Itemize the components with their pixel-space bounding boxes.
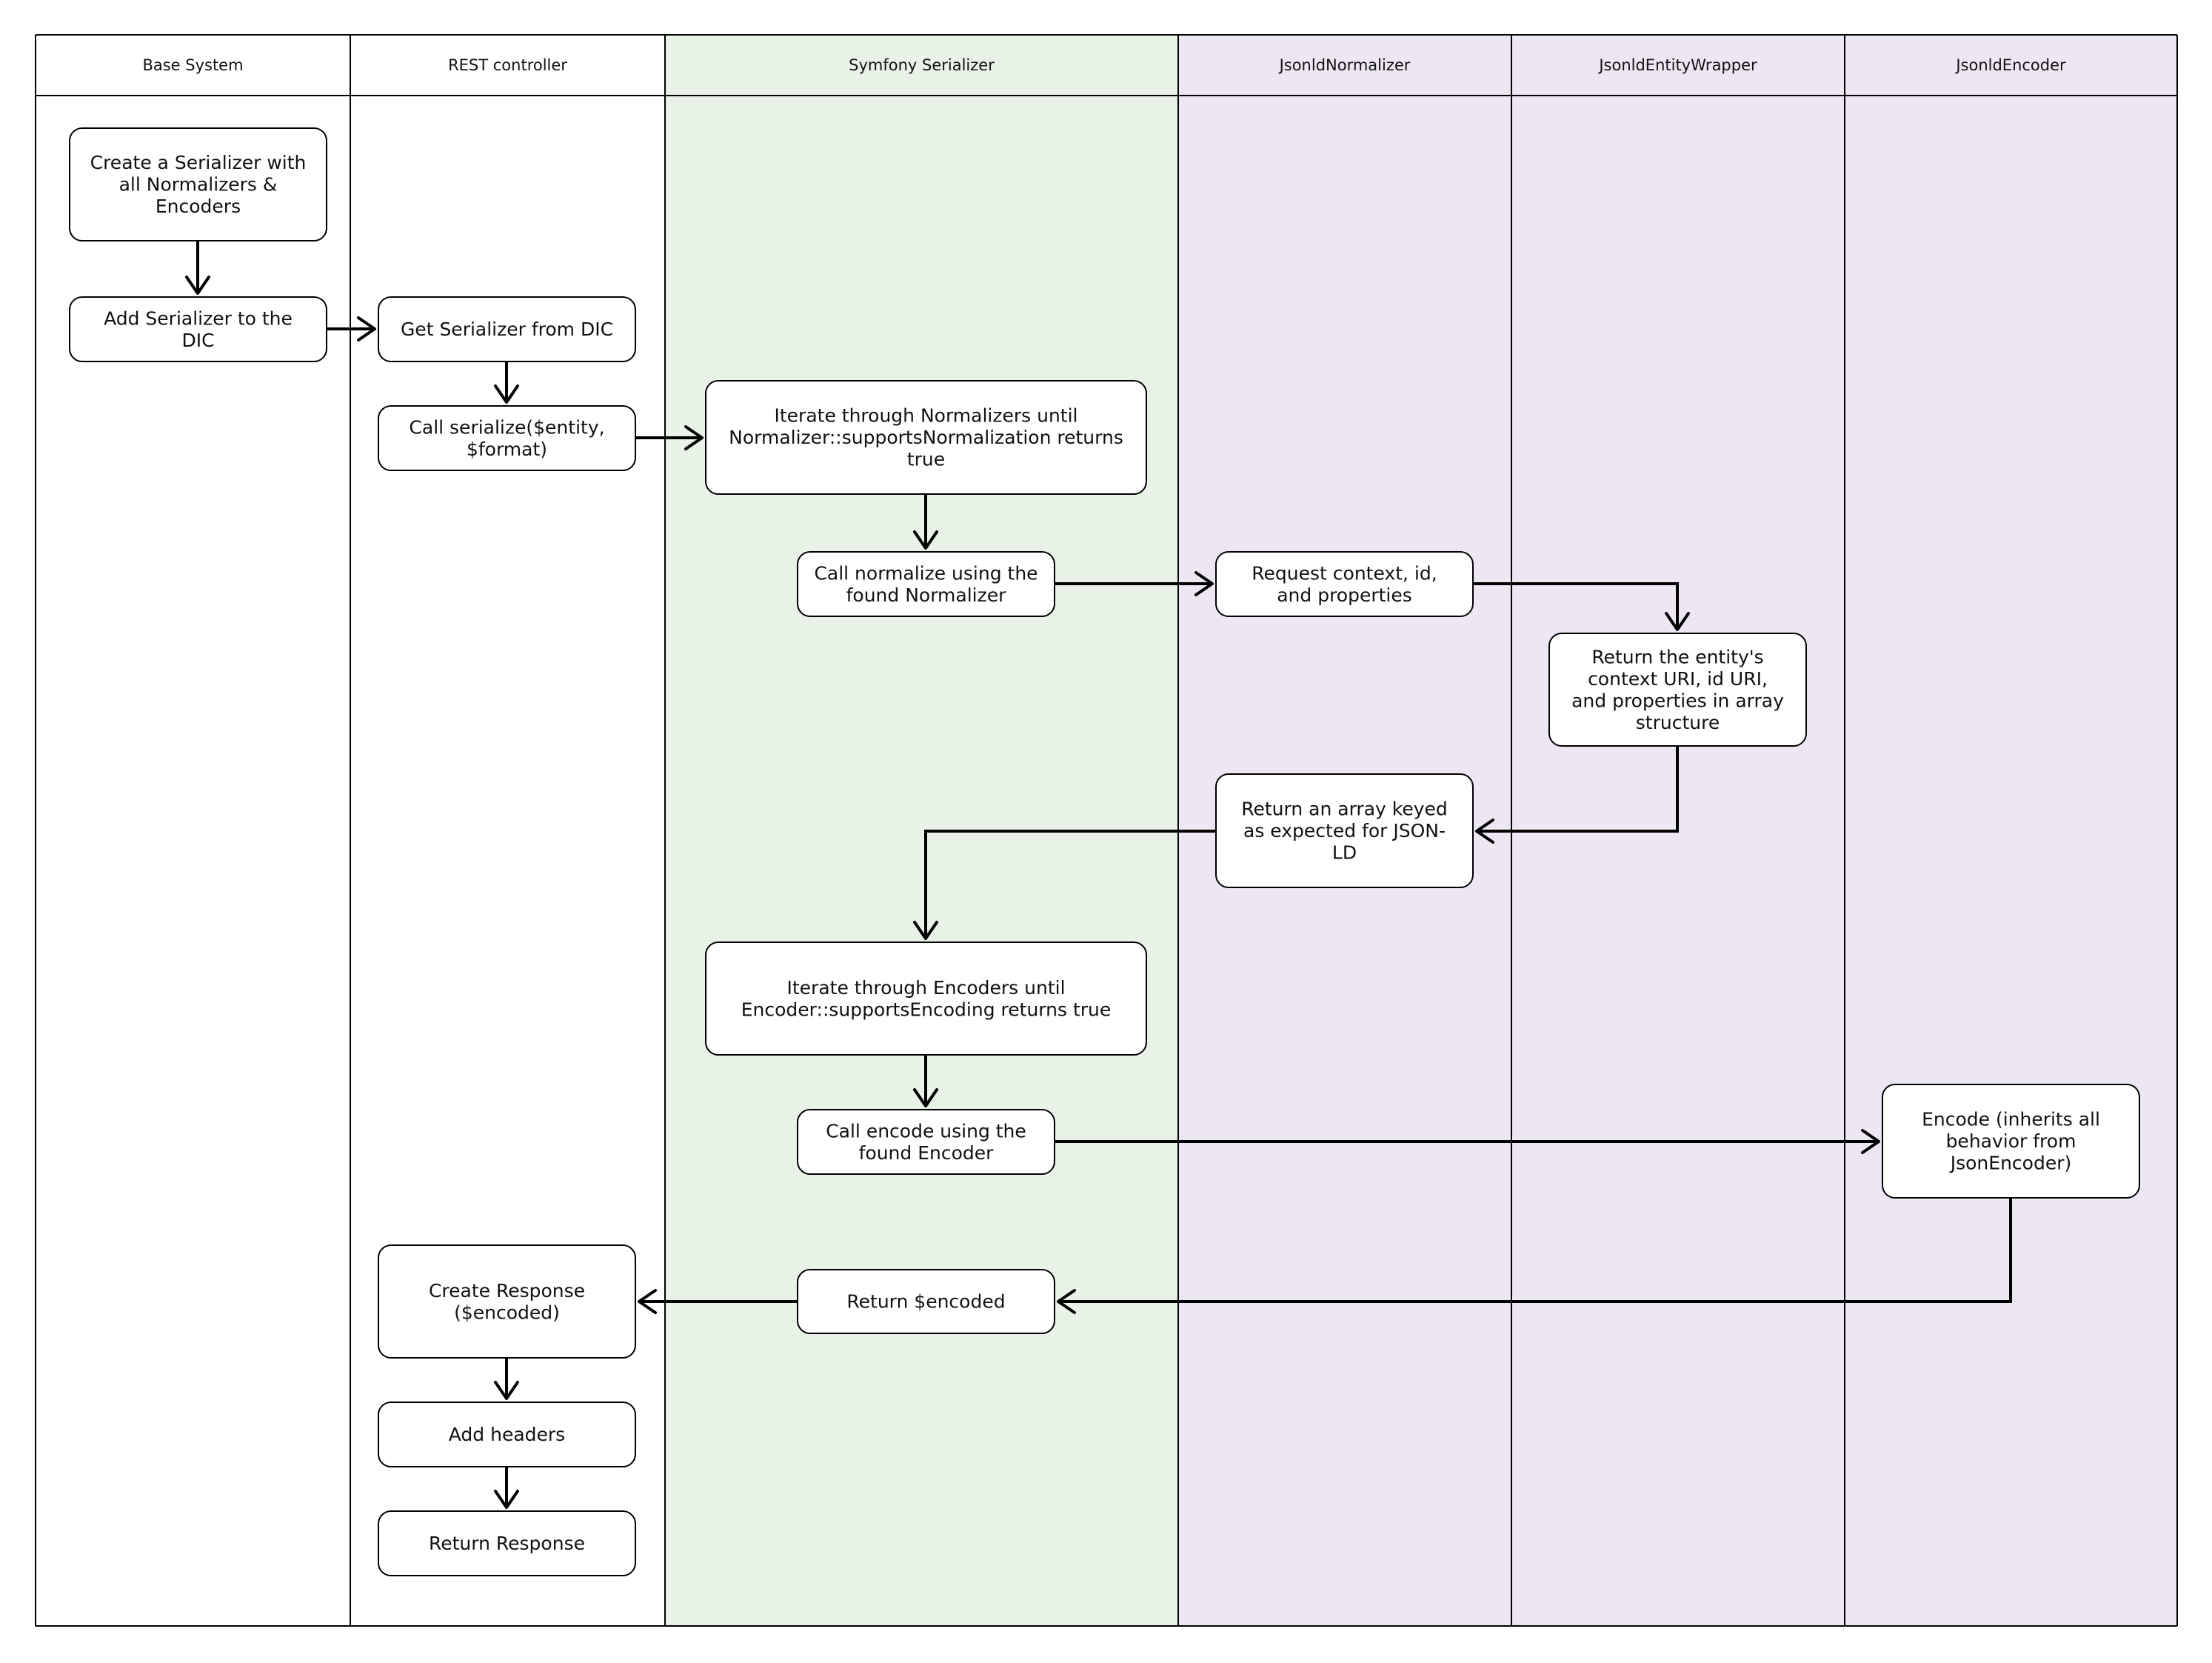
arrowhead [494,1381,519,1400]
node-label-line: and properties [1277,584,1412,606]
arrowhead [913,1088,938,1107]
node-box [705,942,1147,1056]
node-box [1548,633,1807,747]
node-label-line: structure [1636,712,1720,733]
node-label-line: Create a Serializer with [90,152,307,173]
lane-header-base: Base System [142,56,243,74]
node-label-line: ($encoded) [454,1302,560,1323]
node-add-headers: Add headers [378,1402,636,1467]
arrowhead [1057,1289,1076,1314]
node-box [69,127,327,241]
node-label-line: found Normalizer [846,584,1007,606]
edge-return-array-to-iterate-encoders [924,830,1216,939]
node-label-line: context URI, id URI, [1588,668,1768,690]
arrowhead [1665,612,1690,631]
lane-header-symfony: Symfony Serializer [849,56,995,74]
node-get-serializer: Get Serializer from DIC [378,296,636,362]
node-label-line: found Encoder [859,1142,995,1164]
node-label-line: Encoder::supportsEncoding returns true [741,999,1112,1020]
arrowhead [913,921,938,940]
arrowhead [357,316,376,341]
node-return-encoded: Return $encoded [797,1269,1055,1334]
arrowhead [1861,1129,1880,1154]
node-label-line: Call encode using the [826,1120,1026,1142]
node-box [378,1510,636,1576]
node-label-line: $format) [467,439,547,460]
node-box [1215,551,1474,617]
arrowhead [1194,571,1214,596]
lane-header-wrapper: JsonldEntityWrapper [1597,56,1757,74]
node-box [1215,773,1474,888]
node-box [1882,1084,2140,1199]
node-label-line: and properties in array [1571,690,1784,711]
node-box [797,551,1055,617]
node-label-line: Return an array keyed [1241,799,1448,820]
node-label-line: Create Response [429,1280,585,1302]
node-request-context: Request context, id,and properties [1215,551,1474,617]
node-label-line: behavior from [1946,1130,2076,1152]
node-box [705,380,1147,495]
node-box [378,405,636,471]
arrowhead [185,276,210,295]
lane-base [36,35,350,1626]
lane-header-normalizer: JsonldNormalizer [1278,56,1411,74]
lane-header-encoder: JsonldEncoder [1954,56,2066,74]
node-label-line: Add headers [449,1424,565,1445]
node-label-line: JsonEncoder) [1949,1153,2072,1174]
edges-layer [185,241,2012,1509]
node-label-line: LD [1332,842,1357,864]
node-box [797,1269,1055,1334]
arrowhead [1475,819,1494,844]
node-label-line: Encoders [156,196,241,217]
lane-header-rest: REST controller [448,56,567,74]
node-label-line: all Normalizers & [119,174,278,196]
lane-encoder [1845,35,2177,1626]
node-call-serialize: Call serialize($entity,$format) [378,405,636,471]
node-label-line: Encode (inherits all [1922,1109,2100,1130]
arrowhead [913,530,938,550]
node-label-line: Iterate through Normalizers until [775,405,1078,427]
node-label-line: Return the entity's [1591,646,1763,667]
edge-return-entity-to-return-array [1477,746,1679,833]
node-label-line: Return $encoded [846,1291,1005,1313]
node-label-line: as expected for JSON- [1243,820,1446,842]
node-label-line: true [907,449,945,470]
node-label-line: Return Response [429,1533,585,1554]
arrowhead [684,425,704,450]
arrowhead [494,384,519,404]
node-label-line: Get Serializer from DIC [401,319,613,340]
node-label-line: Iterate through Encoders until [786,977,1065,999]
node-label-line: Normalizer::supportsNormalization return… [729,427,1123,448]
node-box [797,1109,1055,1175]
node-label-line: Request context, id, [1252,562,1437,584]
arrowhead [638,1289,657,1314]
node-iterate-normalizers: Iterate through Normalizers untilNormali… [705,380,1147,495]
node-box [378,1402,636,1467]
node-return-response: Return Response [378,1510,636,1576]
node-label-line: Add Serializer to the [104,307,293,329]
node-box [378,296,636,362]
node-box [378,1244,636,1359]
node-label-line: DIC [181,330,214,351]
arrowhead [494,1490,519,1509]
node-label-line: Call serialize($entity, [409,416,604,438]
node-label-line: Call normalize using the [814,562,1037,584]
edge-encode-to-return-encoded [1058,1198,2012,1303]
edge-request-context-to-return-entity [1473,582,1679,630]
node-box [69,296,327,362]
node-iterate-encoders: Iterate through Encoders untilEncoder::s… [705,942,1147,1056]
node-create-response: Create Response($encoded) [378,1244,636,1359]
